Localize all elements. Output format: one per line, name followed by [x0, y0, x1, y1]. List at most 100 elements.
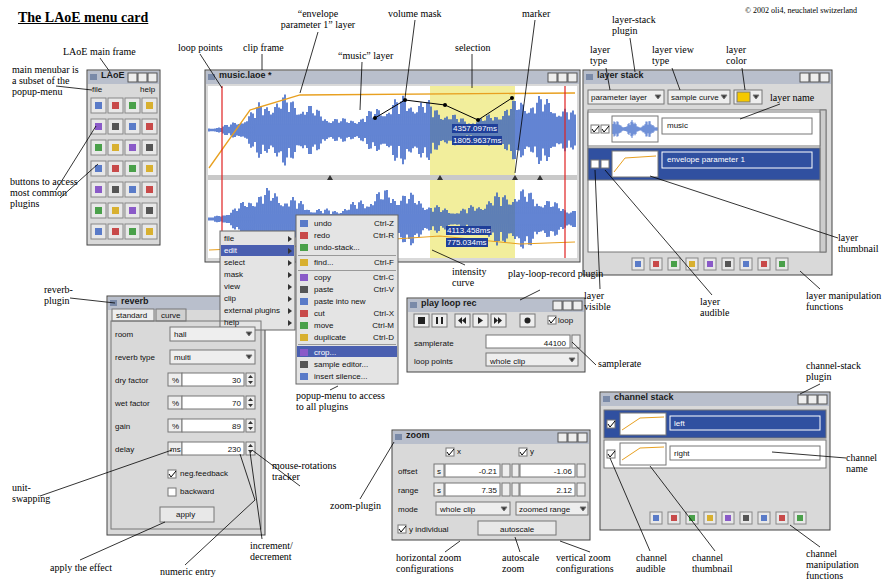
tool-button: [704, 258, 716, 270]
channel-stack-widgets: [608, 451, 615, 457]
zoom-widgets: [434, 464, 444, 477]
callout-label: unit-swapping: [12, 482, 64, 504]
ui-text: -0.21: [479, 467, 497, 476]
tool-button: [761, 261, 767, 267]
popup-menu: [220, 231, 295, 330]
tool-button: [653, 515, 659, 521]
tool-button: [704, 512, 716, 524]
leader-line: [40, 450, 172, 496]
tool-button: [142, 119, 157, 134]
leader-line: [515, 20, 535, 173]
leader-line: [472, 54, 473, 88]
leader-line: [40, 20, 846, 565]
play-widgets: [548, 316, 556, 324]
ui-text: move: [314, 321, 334, 330]
ui-text: mask: [224, 270, 243, 279]
tool-button: [125, 161, 140, 176]
layer-stack-widgets: [588, 112, 820, 146]
tool-button: [758, 512, 770, 524]
plugin-window: channel stack: [600, 392, 830, 530]
reverb-widgets: [111, 309, 261, 529]
clip-view: [209, 93, 575, 168]
tool-button: [108, 98, 123, 113]
tool-button: [112, 144, 119, 151]
layer-stack-widgets: [662, 118, 812, 134]
ui-text: whole clip: [490, 357, 525, 366]
callout-label: intensity curve: [452, 266, 500, 288]
ui-text: %: [172, 422, 179, 431]
tool-button: [671, 261, 677, 267]
leader-line: [560, 541, 590, 552]
clip-view: [375, 98, 512, 120]
channel-stack-widgets: [620, 413, 666, 435]
ui-text: file: [92, 85, 102, 94]
popup-menu: [288, 284, 292, 290]
ui-text: x: [457, 447, 461, 456]
clip-view: [443, 103, 447, 107]
tool-button: [146, 165, 153, 172]
ui-text: whole clip: [440, 505, 475, 514]
plugin-window: LAoE: [87, 70, 160, 245]
tool-button: [779, 515, 785, 521]
layer-stack-widgets: [614, 156, 656, 172]
ui-text: backward: [180, 487, 214, 496]
play-widgets: [418, 317, 531, 324]
ui-text: paste: [314, 285, 334, 294]
clip-view: [537, 175, 543, 180]
window-frame: [601, 393, 829, 406]
reverb-widgets: [182, 442, 244, 455]
popup-menu: [288, 236, 292, 242]
leader-line: [800, 384, 820, 394]
tool-button: [108, 119, 123, 134]
callout-label: LAoE main frame: [63, 46, 136, 57]
ui-text: Ctrl-X: [374, 309, 394, 318]
popup-menu: [300, 259, 308, 266]
title: The LAoE menu card: [18, 10, 148, 26]
zoom-widgets: [512, 464, 519, 477]
ui-text: autoscale: [500, 525, 534, 534]
clip-view: [512, 175, 518, 180]
ui-text: 230: [228, 445, 241, 454]
tool-button: [125, 98, 140, 113]
ui-text: standard: [116, 311, 147, 320]
play-widgets: [525, 318, 531, 324]
play-widgets: [458, 317, 466, 324]
leader-line: [630, 38, 635, 72]
tool-button: [725, 261, 731, 267]
tool-button: [653, 261, 659, 267]
popup-menu: [300, 220, 308, 380]
ui-text: Ctrl-F: [374, 258, 394, 267]
leader-line: [360, 442, 394, 499]
tool-button: [108, 140, 123, 155]
popup-menu: [300, 220, 308, 227]
tool-button: [91, 98, 806, 524]
ui-text: mode: [398, 505, 418, 514]
ui-text: 2.12: [556, 486, 572, 495]
popup-menu: [221, 245, 294, 256]
tool-button: [776, 512, 788, 524]
zoom-widgets: [434, 483, 444, 496]
clip-view: [208, 175, 577, 180]
window-frame: [408, 299, 584, 312]
ui-text: 30: [232, 376, 241, 385]
tool-button: [650, 258, 662, 270]
tool-button: [725, 515, 731, 521]
zoom-widgets: [516, 502, 588, 515]
callout-label: layer thumbnail: [838, 232, 890, 254]
reverb-widgets: [168, 373, 182, 386]
play-widgets: [491, 314, 506, 327]
play-widgets: [486, 353, 578, 366]
reverb-widgets: [170, 327, 255, 341]
tool-button: [146, 144, 153, 151]
leader-line: [405, 20, 415, 98]
ui-text: left: [674, 419, 685, 428]
reverb-widgets: [246, 355, 252, 359]
reverb-widgets: [168, 442, 182, 455]
tool-button: [95, 144, 102, 151]
tool-button: [650, 512, 662, 524]
reverb-widgets: [246, 396, 255, 409]
ui-text: music: [667, 121, 688, 130]
window-frame: [808, 395, 817, 404]
ui-text: select: [224, 258, 245, 267]
clip-view: [209, 95, 575, 251]
